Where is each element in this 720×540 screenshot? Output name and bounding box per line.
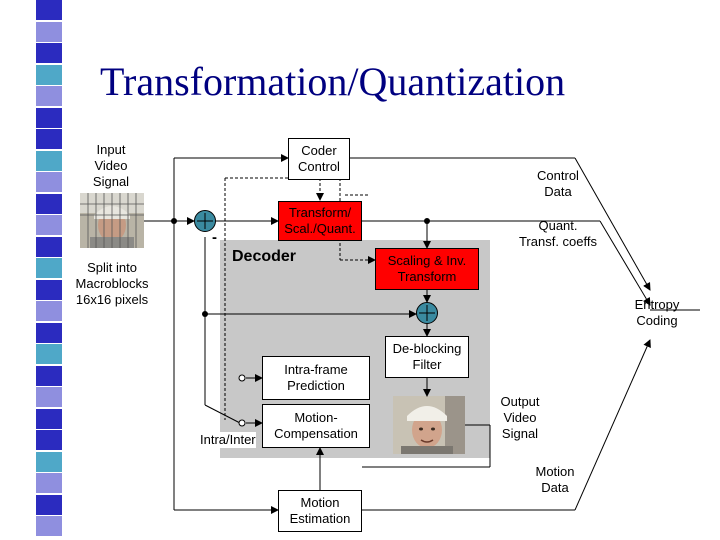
motion-data-label: Motion Data [526, 464, 584, 496]
input-video-label: Input Video Signal [82, 142, 140, 190]
decoder-label: Decoder [232, 248, 297, 265]
motion-estimation-block: Motion Estimation [278, 490, 362, 532]
quant-coeffs-label: Quant. Transf. coeffs [510, 218, 606, 250]
sidebar-square [36, 107, 62, 128]
entropy-label-1: Entropy [634, 297, 680, 312]
intra-prediction-block: Intra-frame Prediction [262, 356, 370, 400]
addition-node [416, 302, 438, 324]
motion-compensation-label-1: Motion- [294, 410, 338, 425]
quant-coeffs-label-1: Quant. [538, 218, 578, 233]
subtraction-node [194, 210, 216, 232]
sidebar-square [36, 215, 62, 235]
entropy-coding-label: Entropy Coding [628, 297, 686, 329]
split-label-2: Macroblocks [75, 276, 149, 291]
transform-quant-label-2: Scal./Quant. [284, 221, 356, 236]
sidebar-square [36, 43, 62, 63]
sidebar-square [36, 86, 62, 106]
output-video-image [393, 396, 465, 454]
sidebar-square [36, 236, 62, 257]
deblocking-label-1: De-blocking [392, 341, 462, 356]
sidebar-square [36, 279, 62, 300]
intra-prediction-label-1: Intra-frame [284, 362, 348, 377]
scaling-inv-transform-block: Scaling & Inv. Transform [375, 248, 479, 290]
motion-compensation-block: Motion- Compensation [262, 404, 370, 448]
input-video-label-3: Signal [92, 174, 130, 189]
coder-control-label-2: Control [298, 159, 340, 174]
sidebar-square [36, 408, 62, 429]
sidebar-square [36, 0, 62, 20]
page-title: Transformation/Quantization [100, 59, 566, 104]
sidebar-square [36, 322, 62, 343]
sidebar-square [36, 344, 62, 364]
sidebar-square [36, 494, 62, 515]
split-macroblocks-label: Split into Macroblocks 16x16 pixels [66, 260, 158, 308]
output-label-3: Signal [501, 426, 539, 441]
sidebar-square [36, 64, 62, 85]
sidebar-square [36, 150, 62, 171]
intra-prediction-label-2: Prediction [287, 378, 345, 393]
intra-inter-label: Intra/Inter [200, 432, 256, 448]
entropy-label-2: Coding [636, 313, 678, 328]
sidebar-square [36, 451, 62, 472]
split-label-1: Split into [87, 260, 137, 275]
sidebar-square [36, 430, 62, 450]
control-data-label-1: Control [537, 168, 579, 183]
motion-compensation-label-2: Compensation [274, 426, 358, 441]
sidebar-square [36, 21, 62, 42]
transform-quant-label-1: Transform/ [288, 205, 352, 220]
sidebar-square [36, 365, 62, 386]
motion-data-label-1: Motion [535, 464, 575, 479]
output-video-label: Output Video Signal [492, 394, 548, 442]
input-video-label-2: Video [94, 158, 128, 173]
deblocking-label-2: Filter [412, 357, 442, 372]
sidebar-square [36, 473, 62, 493]
coder-control-label-1: Coder [301, 143, 337, 158]
minus-sign: - [212, 229, 217, 246]
motion-estimation-label-1: Motion [300, 495, 340, 510]
control-data-label: Control Data [528, 168, 588, 200]
coder-control-block: Coder Control [288, 138, 350, 180]
motion-data-label-2: Data [541, 480, 569, 495]
transform-quant-block: Transform/ Scal./Quant. [278, 201, 362, 241]
output-label-2: Video [503, 410, 537, 425]
sidebar-square [36, 193, 62, 214]
scaling-label-1: Scaling & Inv. [387, 253, 467, 268]
sidebar-square [36, 258, 62, 278]
deblocking-filter-block: De-blocking Filter [385, 336, 469, 378]
input-video-label-1: Input [96, 142, 126, 157]
split-label-3: 16x16 pixels [75, 292, 149, 307]
sidebar-square [36, 516, 62, 536]
scaling-label-2: Transform [397, 269, 457, 284]
motion-estimation-label-2: Estimation [289, 511, 351, 526]
sidebar-square [36, 387, 62, 407]
sidebar-square [36, 301, 62, 321]
sidebar-square [36, 129, 62, 149]
control-data-label-2: Data [544, 184, 572, 199]
input-video-image [80, 193, 144, 248]
output-label-1: Output [500, 394, 540, 409]
quant-coeffs-label-2: Transf. coeffs [518, 234, 598, 249]
sidebar-square [36, 172, 62, 192]
